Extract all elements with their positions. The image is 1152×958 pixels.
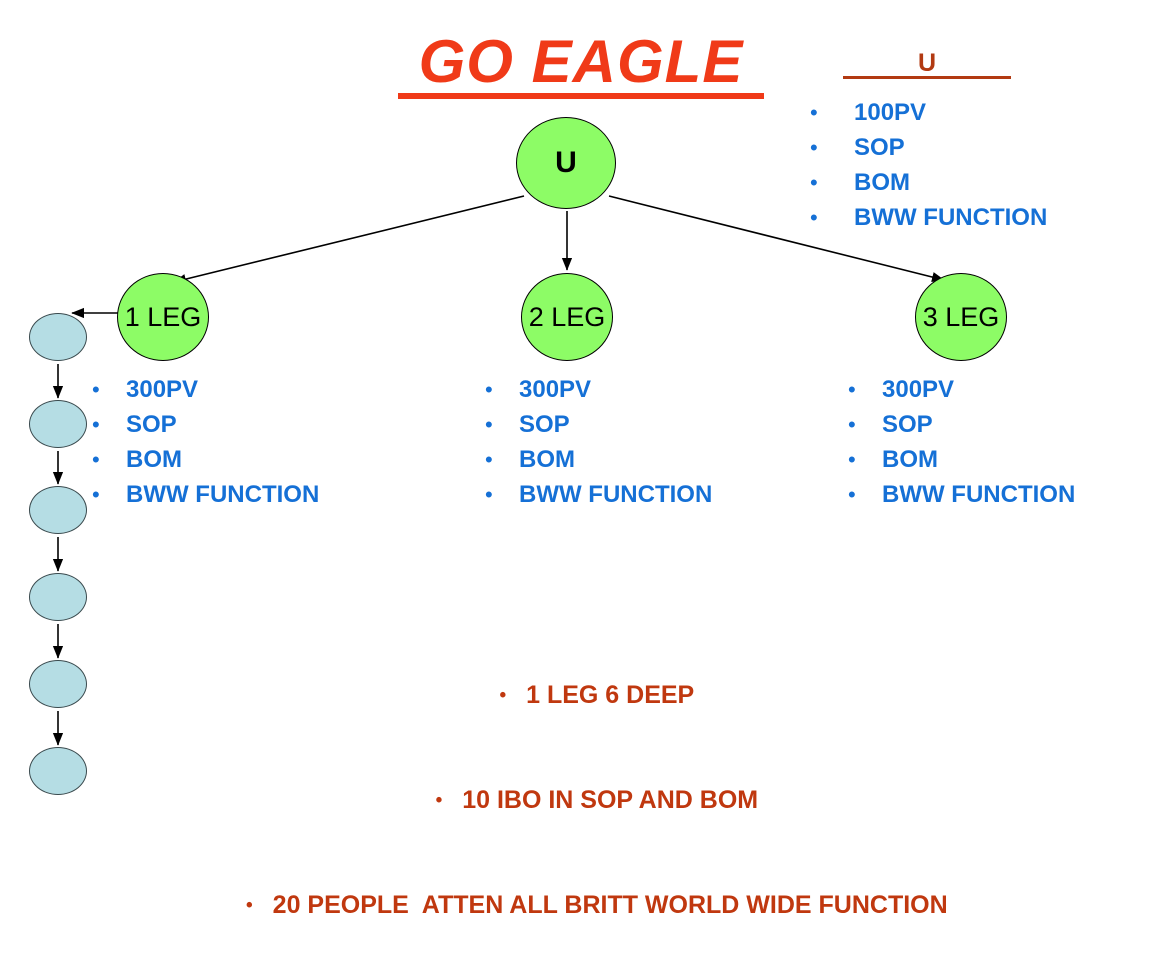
list-item-label: BOM: [882, 446, 938, 473]
bullet-icon: •: [485, 482, 493, 507]
list-item: • 100PV: [810, 95, 1047, 130]
node-leg-3[interactable]: 3 LEG: [915, 273, 1007, 361]
u-heading-underline: [843, 76, 1011, 79]
list-item-label: BWW FUNCTION: [854, 204, 1048, 231]
summary-item-1: • 1 LEG 6 DEEP: [0, 643, 1152, 748]
bullet-icon: •: [435, 790, 443, 811]
title-underline: [398, 93, 764, 99]
node-label: 1 LEG: [124, 301, 202, 332]
u-requirements-heading: U: [843, 50, 1011, 79]
bullet-icon: •: [499, 685, 507, 706]
list-item: • BOM: [848, 442, 1075, 477]
list-item: • 300PV: [485, 372, 712, 407]
bullet-icon: •: [485, 412, 493, 437]
bullet-icon: •: [810, 135, 818, 160]
summary-item-label: 10 IBO IN SOP AND BOM: [462, 786, 759, 814]
list-item-label: SOP: [519, 411, 570, 438]
list-item: • BWW FUNCTION: [485, 477, 712, 512]
bullet-icon: •: [92, 412, 100, 437]
bullet-icon: •: [92, 447, 100, 472]
node-label: U: [555, 146, 577, 179]
bullet-icon: •: [810, 205, 818, 230]
list-item: • SOP: [810, 130, 1047, 165]
list-item: • BWW FUNCTION: [848, 477, 1075, 512]
list-item-label: BWW FUNCTION: [519, 481, 713, 508]
list-item: • BOM: [485, 442, 712, 477]
bullet-icon: •: [92, 482, 100, 507]
node-label: 2 LEG: [528, 301, 606, 332]
list-item-label: 300PV: [519, 376, 592, 403]
bullet-icon: •: [848, 412, 856, 437]
bullet-icon: •: [92, 377, 100, 402]
list-item: • BOM: [92, 442, 319, 477]
node-leg-1[interactable]: 1 LEG: [117, 273, 209, 361]
list-item: • SOP: [92, 407, 319, 442]
node-label: 3 LEG: [922, 301, 1000, 332]
list-item: • SOP: [848, 407, 1075, 442]
downline-node-5[interactable]: [29, 660, 87, 708]
downline-node-4[interactable]: [29, 573, 87, 621]
bullet-icon: •: [848, 447, 856, 472]
bullet-icon: •: [485, 377, 493, 402]
bullet-icon: •: [810, 170, 818, 195]
list-item: • 300PV: [92, 372, 319, 407]
summary-item-2: • 10 IBO IN SOP AND BOM: [0, 748, 1152, 853]
summary-list: • 1 LEG 6 DEEP • 10 IBO IN SOP AND BOM • 20…: [0, 643, 1152, 958]
list-item-label: BOM: [126, 446, 182, 473]
leg1-requirements-list: • 300PV • SOP • BOM • BWW FUNCTION: [92, 372, 319, 512]
list-item-label: SOP: [854, 134, 905, 161]
list-item: • 300PV: [848, 372, 1075, 407]
edge-u-to-leg1: [173, 195, 525, 285]
list-item: • SOP: [485, 407, 712, 442]
list-item: • BWW FUNCTION: [92, 477, 319, 512]
summary-item-3: • 20 PEOPLE ATTEN ALL BRITT WORLD WIDE FU…: [0, 853, 1152, 958]
summary-item-label: 20 PEOPLE ATTEN ALL BRITT WORLD WIDE FUN…: [272, 891, 948, 919]
page-title: GO EAGLE: [418, 28, 744, 95]
list-item: • BWW FUNCTION: [810, 200, 1047, 235]
leg2-requirements-list: • 300PV • SOP • BOM • BWW FUNCTION: [485, 372, 712, 512]
slide-title: GO EAGLE: [398, 28, 764, 99]
list-item-label: 300PV: [126, 376, 199, 403]
summary-item-label: 1 LEG 6 DEEP: [526, 681, 695, 709]
list-item-label: BOM: [519, 446, 575, 473]
downline-node-3[interactable]: [29, 486, 87, 534]
bullet-icon: •: [246, 895, 253, 916]
list-item-label: BOM: [854, 169, 910, 196]
node-leg-2[interactable]: 2 LEG: [521, 273, 613, 361]
bullet-icon: •: [810, 100, 818, 125]
bullet-icon: •: [848, 377, 856, 402]
bullet-icon: •: [485, 447, 493, 472]
u-requirements-list: • 100PV • SOP • BOM • BWW FUNCTION: [810, 95, 1047, 235]
bullet-icon: •: [848, 482, 856, 507]
list-item-label: 100PV: [854, 99, 927, 126]
list-item-label: BWW FUNCTION: [126, 481, 320, 508]
slide-canvas: GO EAGLE U • 100PV • SOP • BOM • BWW FUN…: [29, 28, 1075, 919]
list-item-label: 300PV: [882, 376, 955, 403]
list-item: • BOM: [810, 165, 1047, 200]
downline-node-1[interactable]: [29, 313, 87, 361]
leg3-requirements-list: • 300PV • SOP • BOM • BWW FUNCTION: [848, 372, 1075, 512]
node-root-u[interactable]: U: [516, 117, 616, 209]
downline-node-6[interactable]: [29, 747, 87, 795]
list-item-label: SOP: [126, 411, 177, 438]
list-item-label: BWW FUNCTION: [882, 481, 1076, 508]
list-item-label: SOP: [882, 411, 933, 438]
downline-node-2[interactable]: [29, 400, 87, 448]
u-heading-label: U: [917, 49, 937, 77]
